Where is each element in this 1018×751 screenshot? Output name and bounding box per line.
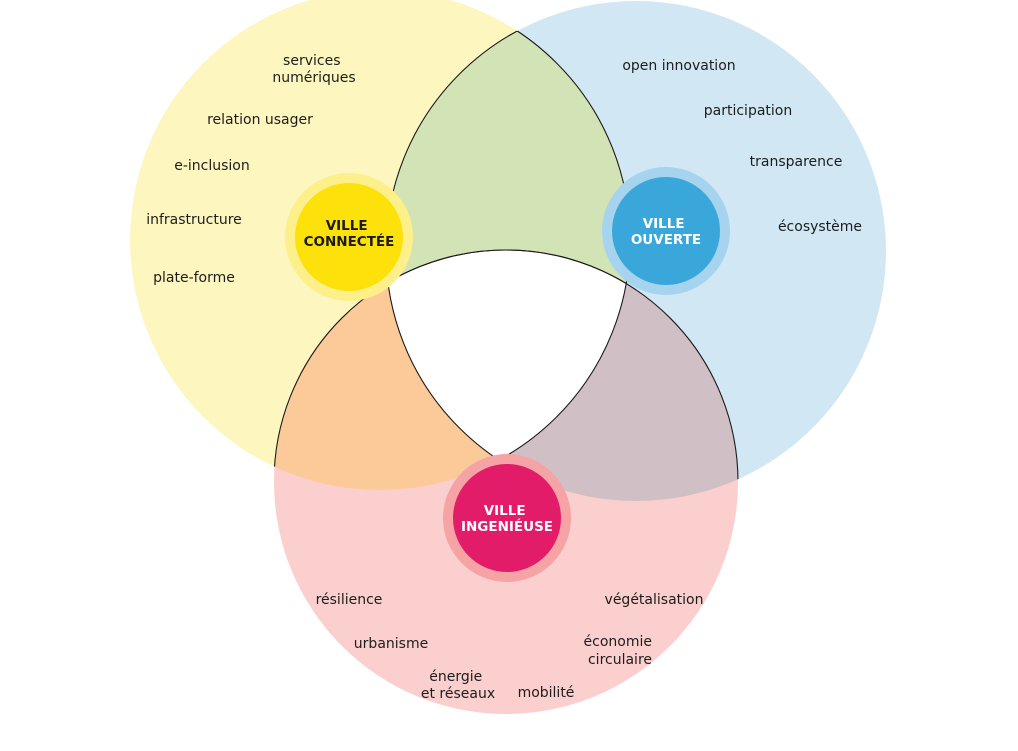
svg-text:VILLE CONNECTÉE: VILLE CONNECTÉE — [304, 218, 395, 250]
term-urbanisme: urbanisme — [354, 636, 428, 652]
term-participation: participation — [704, 103, 792, 119]
term-plate-forme: plate-forme — [153, 270, 235, 286]
term-economie-circulaire: économie circulaire — [584, 634, 657, 668]
hub-ville-connectee: VILLE CONNECTÉE — [285, 173, 413, 301]
terms-ville-ouverte: open innovation participation transparen… — [622, 58, 862, 235]
hub-title-line: INGENIÉUSE — [461, 518, 553, 535]
term-infrastructure: infrastructure — [146, 212, 242, 228]
terms-ville-ingenieuse: résilience urbanisme énergie et réseaux … — [316, 592, 704, 702]
hub-ville-ouverte: VILLE OUVERTE — [602, 167, 730, 295]
svg-text:VILLE INGENIÉUSE: VILLE INGENIÉUSE — [461, 503, 553, 535]
hub-title-line: VILLE — [643, 216, 685, 232]
hub-ville-ingenieuse: VILLE INGENIÉUSE — [443, 454, 571, 582]
term-transparence: transparence — [750, 154, 843, 170]
term-resilience: résilience — [316, 592, 383, 608]
hub-title-line: OUVERTE — [631, 232, 701, 248]
hub-title-line: VILLE — [484, 503, 526, 519]
svg-text:VILLE OUVERTE: VILLE OUVERTE — [631, 216, 701, 248]
term-energie-et-reseaux: énergie et réseaux — [421, 669, 495, 702]
term-services-numeriques: services numériques — [272, 53, 355, 86]
hub-title-line: VILLE — [326, 218, 368, 234]
term-e-inclusion: e-inclusion — [174, 158, 250, 174]
term-mobilite: mobilité — [518, 685, 575, 701]
hub-title-line: CONNECTÉE — [304, 233, 395, 250]
terms-ville-connectee: services numériques relation usager e-in… — [146, 53, 355, 286]
term-open-innovation: open innovation — [622, 58, 735, 74]
term-vegetalisation: végétalisation — [605, 592, 704, 608]
term-ecosysteme: écosystème — [778, 219, 862, 235]
term-relation-usager: relation usager — [207, 112, 313, 128]
